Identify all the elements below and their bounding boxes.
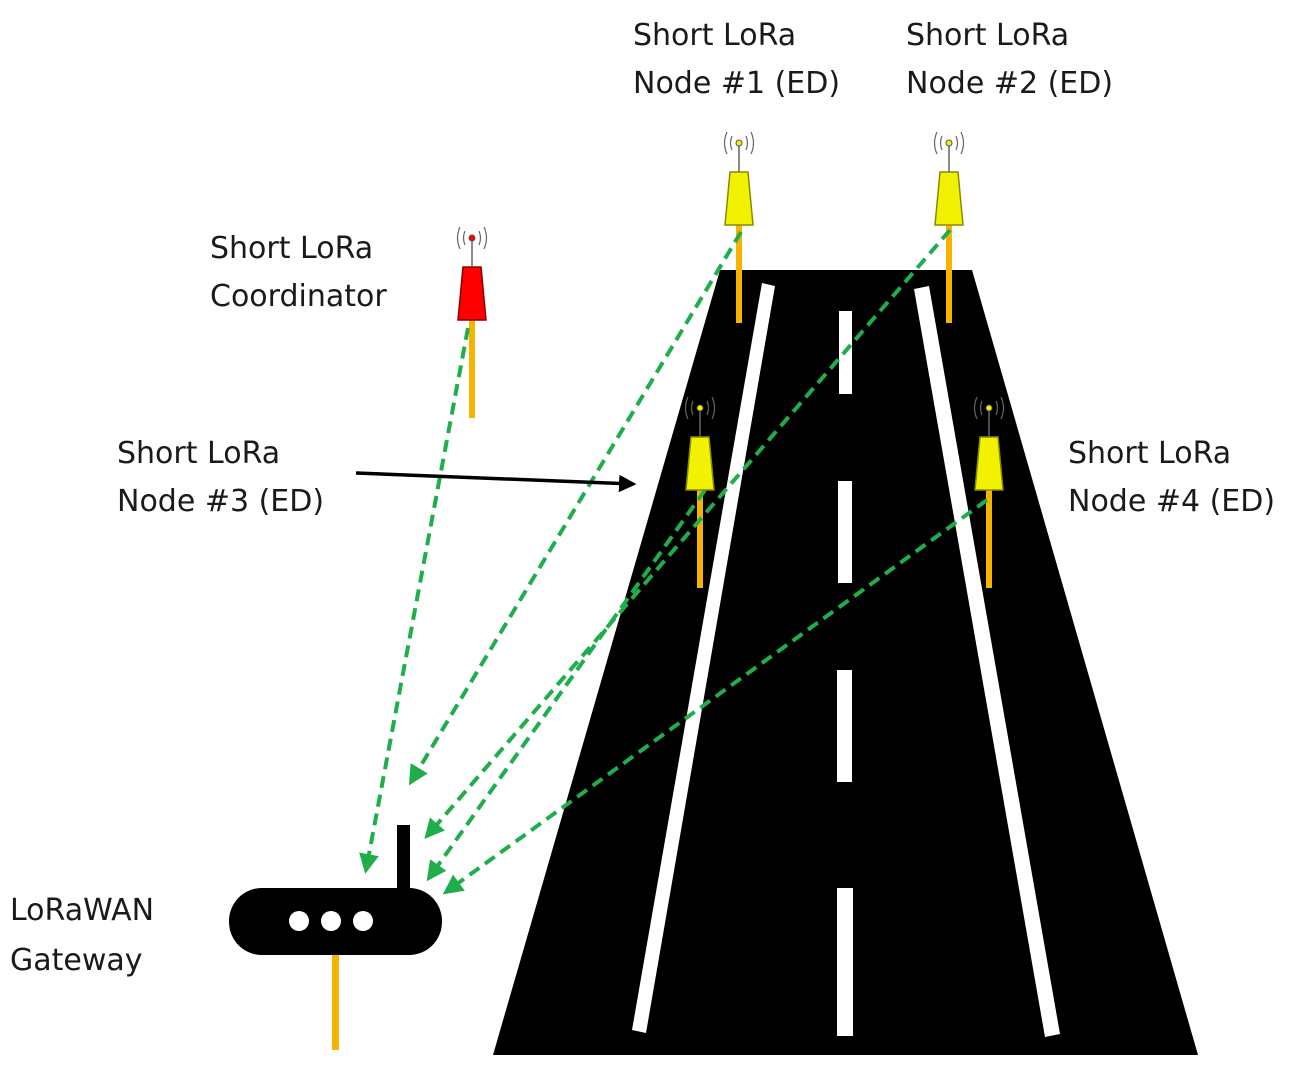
coordinator-tower bbox=[456, 226, 488, 418]
link-node1-to-gateway bbox=[408, 230, 743, 786]
node-4-label-line2: Node #4 (ED) bbox=[1068, 484, 1275, 519]
link-coordinator-to-gateway bbox=[359, 327, 470, 874]
antenna-tower-icon bbox=[973, 396, 1005, 588]
node-3-label-line2: Node #3 (ED) bbox=[117, 484, 324, 519]
pointer-arrow-node3 bbox=[355, 471, 637, 493]
node-3-label-line1: Short LoRa bbox=[117, 436, 280, 471]
center-dash bbox=[838, 481, 852, 583]
node-2-label-line2: Node #2 (ED) bbox=[906, 66, 1113, 101]
center-dashes bbox=[837, 311, 853, 1036]
gateway-label-line2: Gateway bbox=[10, 943, 143, 978]
antenna-tower-icon bbox=[723, 131, 755, 323]
node-3-tower bbox=[684, 396, 716, 588]
antenna-tower-icon bbox=[684, 396, 716, 588]
left-lane-line bbox=[632, 283, 775, 1033]
coordinator-label-line1: Short LoRa bbox=[210, 231, 373, 266]
node-2-label-line1: Short LoRa bbox=[906, 18, 1069, 53]
link-node3-to-gateway bbox=[426, 488, 707, 882]
node-1-tower bbox=[723, 131, 755, 323]
node-1-label-line2: Node #1 (ED) bbox=[633, 66, 840, 101]
link-node4-to-gateway bbox=[442, 498, 989, 895]
center-dash bbox=[837, 670, 852, 782]
node-1-label-line1: Short LoRa bbox=[633, 18, 796, 53]
router-icon bbox=[229, 825, 442, 1050]
radio-links bbox=[359, 228, 989, 895]
antenna-tower-icon bbox=[456, 226, 488, 418]
gateway-label-line1: LoRaWAN bbox=[10, 893, 154, 928]
center-dash bbox=[837, 888, 853, 1036]
antenna-tower-icon bbox=[933, 131, 965, 323]
coordinator-label-line2: Coordinator bbox=[210, 279, 387, 314]
link-node2-to-gateway bbox=[424, 228, 952, 840]
node-2-tower bbox=[933, 131, 965, 323]
lorawan-gateway bbox=[229, 825, 442, 1050]
node-4-label-line1: Short LoRa bbox=[1068, 436, 1231, 471]
node-4-tower bbox=[973, 396, 1005, 588]
right-lane-line bbox=[914, 286, 1060, 1037]
